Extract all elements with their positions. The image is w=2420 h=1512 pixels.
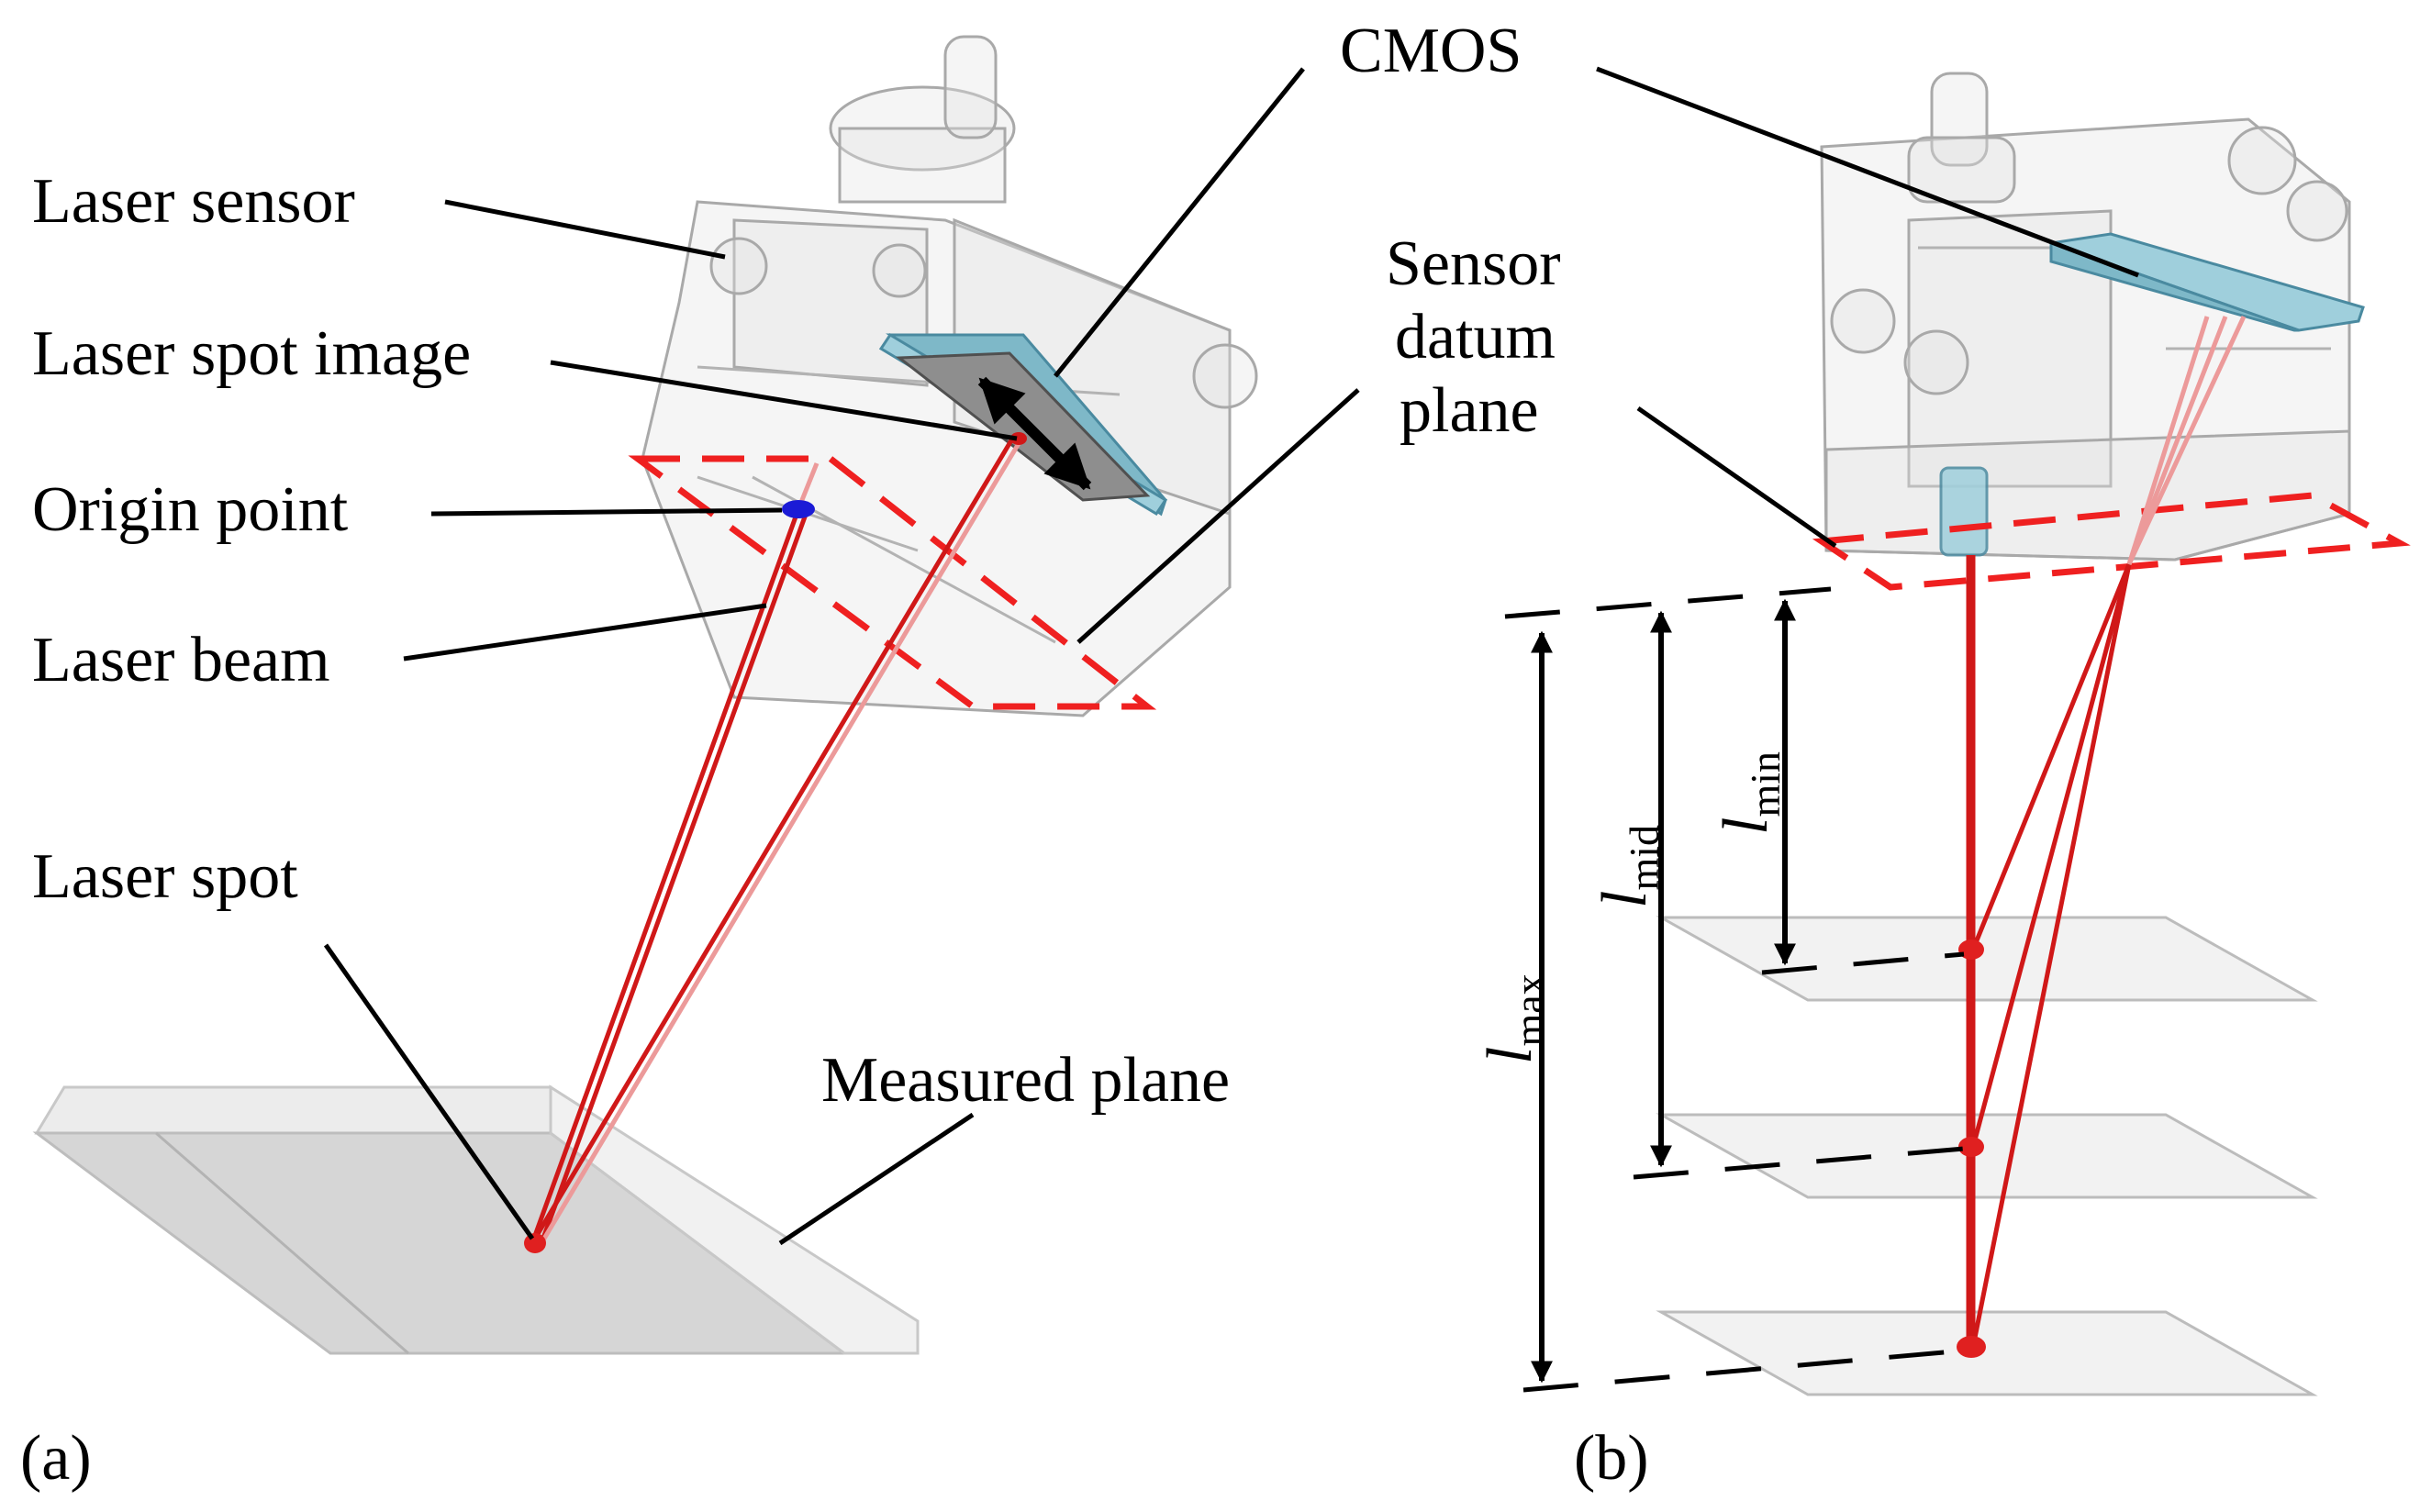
- leaders-a: [323, 67, 1360, 1246]
- label-laser-spot: Laser spot: [32, 841, 298, 912]
- leaders-b: [1596, 66, 2139, 549]
- cmos-chip: [878, 332, 1168, 517]
- laser-beams-a: [530, 434, 1026, 1245]
- label-cmos: CMOS: [1340, 16, 1522, 86]
- laser-spot-max: [1957, 1336, 1986, 1358]
- laser-emitter: [1939, 466, 1989, 557]
- label-l-mid: lmid: [1589, 825, 1667, 908]
- origin-point-dot: [782, 500, 815, 518]
- label-l-min: lmin: [1711, 751, 1789, 835]
- l-mid-symbol: l: [1589, 891, 1660, 908]
- panel-a-tag: (a): [20, 1423, 92, 1494]
- label-sensor-datum-plane-1: Sensor: [1386, 228, 1561, 299]
- label-measured-plane: Measured plane: [821, 1045, 1230, 1116]
- panel-a: Laser sensor Laser spot image Origin poi…: [20, 16, 1561, 1494]
- l-min-subscript: min: [1742, 751, 1789, 817]
- svg-text:lmin: lmin: [1711, 751, 1789, 835]
- laser-spot-image-dot: [1010, 432, 1027, 445]
- label-l-max: lmax: [1475, 973, 1553, 1064]
- label-laser-beam: Laser beam: [32, 625, 330, 695]
- laser-spot-min: [1958, 939, 1984, 960]
- l-max-symbol: l: [1475, 1047, 1545, 1064]
- l-mid-subscript: mid: [1621, 825, 1667, 891]
- label-sensor-datum-plane-3: plane: [1400, 375, 1539, 446]
- svg-text:lmax: lmax: [1475, 973, 1553, 1064]
- laser-sensor-housing-b: [1820, 72, 2351, 561]
- l-max-subscript: max: [1506, 973, 1553, 1046]
- label-origin-point: Origin point: [32, 474, 349, 545]
- label-sensor-datum-plane-2: datum: [1395, 302, 1556, 372]
- dimension-lines: [1504, 586, 1965, 1393]
- sensor-datum-plane-outline: [628, 455, 1157, 710]
- label-laser-spot-image: Laser spot image: [32, 318, 471, 389]
- measured-planes-b: [1656, 916, 2318, 1396]
- label-laser-sensor: Laser sensor: [32, 166, 355, 237]
- svg-text:lmid: lmid: [1589, 825, 1667, 908]
- panel-b: lmax lmid lmin (b): [1475, 66, 2411, 1494]
- laser-spot-mid: [1958, 1137, 1984, 1157]
- l-min-symbol: l: [1711, 817, 1781, 835]
- panel-b-tag: (b): [1574, 1423, 1649, 1494]
- measured-plane: [32, 1084, 920, 1355]
- laser-spot-dot: [524, 1233, 546, 1253]
